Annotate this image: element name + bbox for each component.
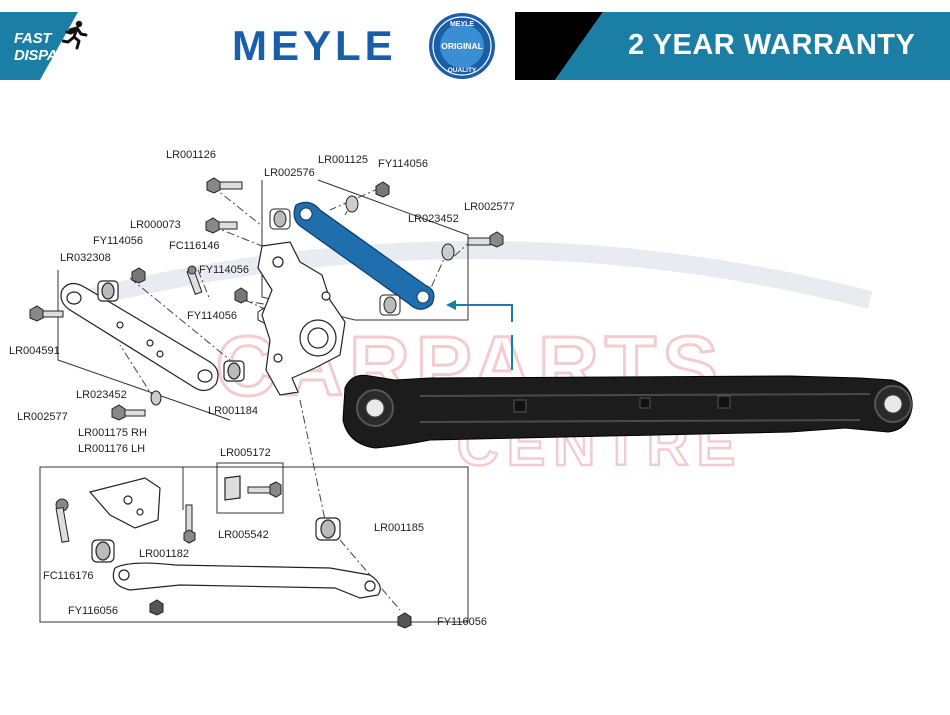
- bolt-lr000073: [205, 217, 238, 234]
- label-lr001175-rh: LR001175 RH: [78, 427, 147, 439]
- label-lr000073: LR000073: [130, 219, 181, 231]
- label-lr001184: LR001184: [208, 405, 258, 417]
- rear-arm-box: [39, 466, 469, 623]
- washer-lr023452-right: [441, 243, 455, 261]
- upper-link-highlighted: [269, 201, 435, 316]
- lower-arm-bracket: [57, 270, 231, 421]
- parts-diagram: CARPARTS CENTRE: [0, 95, 950, 715]
- label-fy114056-d: FY114056: [187, 310, 237, 322]
- bolt-lr004591: [29, 305, 64, 322]
- fasteners: [29, 177, 504, 629]
- control-arm-photo: [342, 374, 913, 449]
- label-lr023452-a: LR023452: [408, 213, 459, 225]
- bolt-lr002577-lower: [111, 404, 146, 421]
- nut-fy114056-left: [131, 267, 146, 284]
- lower-control-arm: [60, 280, 245, 392]
- label-lr002577-b: LR002577: [17, 411, 68, 423]
- washer-lr001125: [345, 195, 359, 213]
- bushing-lr001185: [315, 517, 341, 541]
- bolt-lr005172: [247, 481, 282, 498]
- label-lr002577-a: LR002577: [464, 201, 515, 213]
- upper-link-box: [261, 179, 469, 321]
- header-bar: FAST DISPATCH MEYLE MEYLE ORIGINAL QUALI…: [0, 0, 950, 95]
- nut-fy116056-inner: [149, 599, 164, 616]
- part-labels: LR001126 LR002576 LR001125 FY114056 LR00…: [9, 149, 515, 628]
- rear-trailing-arm: [88, 475, 381, 599]
- bolt-lr002577-right: [467, 231, 504, 248]
- warranty-banner: [515, 12, 950, 80]
- label-lr001182: LR001182: [139, 548, 189, 560]
- bracket-lr005172: [224, 475, 241, 501]
- bolt-fc116146: [186, 265, 203, 295]
- label-lr001176-lh: LR001176 LH: [78, 443, 145, 455]
- parts-diagram-svg: CARPARTS CENTRE: [9, 149, 913, 629]
- nut-fy114056-knuckle: [234, 287, 248, 304]
- seal-top-text: MEYLE: [450, 21, 474, 28]
- fast-dispatch-badge: [0, 12, 78, 80]
- callout-arrow: [446, 300, 513, 370]
- bolt-lr005542: [183, 504, 196, 544]
- warranty-text: 2 YEAR WARRANTY: [628, 29, 916, 61]
- bracket-box: [216, 462, 284, 514]
- nut-fy114056-top: [375, 181, 390, 198]
- label-lr002576: LR002576: [264, 167, 315, 179]
- fast-label: FAST: [14, 30, 52, 47]
- label-fy116056-a: FY116056: [68, 605, 118, 617]
- seal-middle-text: ORIGINAL: [441, 41, 483, 51]
- hub-knuckle: [257, 241, 346, 396]
- seal-bottom-text: QUALITY: [448, 67, 477, 74]
- meyle-original-seal: MEYLE ORIGINAL QUALITY: [429, 13, 495, 79]
- dispatch-label: DISPATCH: [14, 47, 87, 64]
- bolt-fc116176: [55, 498, 70, 543]
- label-fy114056-b: FY114056: [93, 235, 143, 247]
- meyle-logo: MEYLE: [232, 22, 397, 69]
- label-lr032308: LR032308: [60, 252, 111, 264]
- washer-lr023452-lower: [150, 390, 162, 406]
- label-lr001126: LR001126: [166, 149, 216, 161]
- group-boxes: [39, 179, 469, 623]
- label-lr005172: LR005172: [220, 447, 271, 459]
- label-fy114056-a: FY114056: [378, 158, 428, 170]
- label-fc116176: FC116176: [43, 570, 94, 582]
- label-lr005542: LR005542: [218, 529, 269, 541]
- label-fy116056-b: FY116056: [437, 616, 487, 628]
- label-lr023452-b: LR023452: [76, 389, 127, 401]
- label-lr004591: LR004591: [9, 345, 60, 357]
- nut-fy116056-outer: [397, 612, 412, 629]
- label-fc116146: FC116146: [169, 240, 220, 252]
- label-lr001185: LR001185: [374, 522, 424, 534]
- bolt-lr001126: [206, 177, 243, 194]
- fast-dispatch-text: FAST DISPATCH: [14, 30, 86, 64]
- runner-icon: [62, 20, 88, 50]
- label-fy114056-c: FY114056: [199, 264, 249, 276]
- label-lr001125: LR001125: [318, 154, 368, 166]
